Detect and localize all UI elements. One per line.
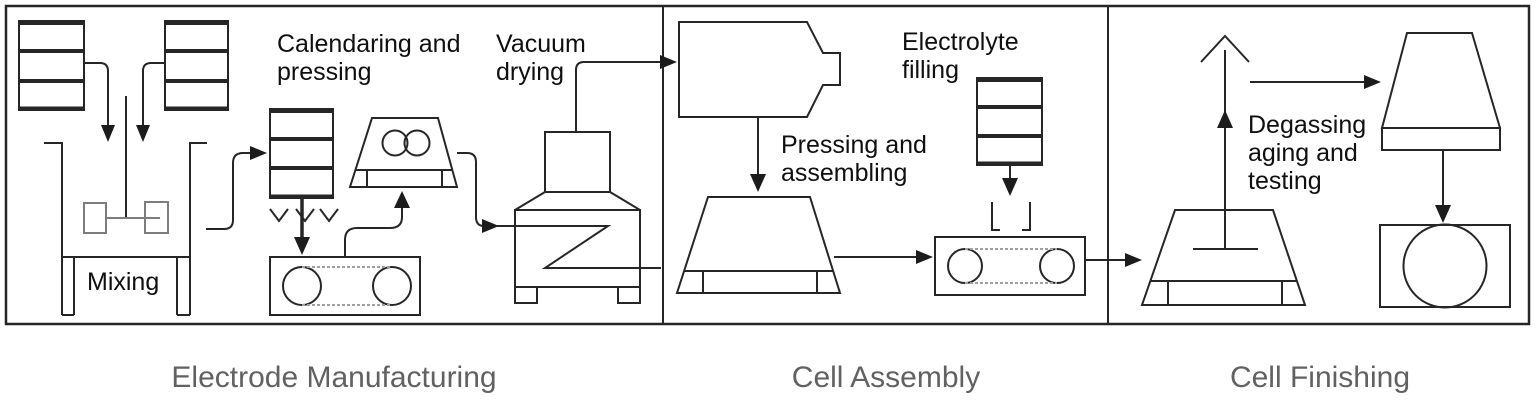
aging-hopper — [1380, 32, 1502, 151]
fill-hopper-left — [991, 202, 1000, 231]
calender-output-arrow — [457, 152, 661, 269]
pouch-cell-shape — [678, 21, 841, 118]
raw-material-barrel-right — [164, 20, 229, 111]
label-degassing-aging-testing: Degassing aging and testing — [1248, 111, 1367, 195]
raw-material-barrel-left — [18, 20, 85, 111]
section-title-electrode-manufacturing: Electrode Manufacturing — [171, 361, 497, 394]
section-title-cell-assembly: Cell Assembly — [791, 361, 981, 394]
coating-conveyor — [269, 256, 421, 316]
label-calendaring-and-pressing: Calendaring and pressing — [277, 30, 461, 86]
press-to-winder-arrow — [834, 250, 933, 264]
label-pressing-and-assembling: Pressing and assembling — [781, 131, 927, 187]
label-mixing: Mixing — [87, 268, 160, 296]
pressing-machine — [675, 196, 842, 294]
pouch-to-press-arrow — [750, 117, 766, 192]
calendering-machine — [348, 117, 459, 188]
degas-vent-arrow — [1200, 34, 1250, 249]
degas-to-aging-arrow — [1250, 75, 1381, 89]
coating-spray-arrows — [269, 198, 339, 255]
winding-machine — [934, 202, 1086, 296]
fill-hopper-right — [1022, 202, 1031, 231]
section-title-cell-finishing: Cell Finishing — [1229, 361, 1411, 394]
degassing-machine — [1140, 209, 1307, 306]
mixing-tank — [44, 96, 207, 316]
label-vacuum-drying: Vacuum drying — [496, 30, 586, 86]
slurry-feed-barrel — [269, 108, 334, 199]
feed-arrow-left — [84, 62, 115, 142]
electrolyte-barrel — [976, 77, 1043, 166]
assembly-to-finishing-arrow — [1085, 253, 1142, 267]
dryer-web-path — [497, 225, 661, 269]
testing-station — [1379, 223, 1511, 309]
conveyor-to-calender-arrow — [344, 191, 410, 257]
label-electrolyte-filling: Electrolyte filling — [902, 28, 1019, 84]
dryer-to-assembly-arrow — [575, 55, 677, 132]
feed-arrow-right — [136, 62, 165, 142]
mixing-output-arrow — [206, 146, 267, 230]
vacuum-dryer — [514, 131, 641, 304]
aging-to-test-arrow — [1435, 150, 1451, 223]
electrolyte-fill-arrow — [1002, 165, 1018, 196]
